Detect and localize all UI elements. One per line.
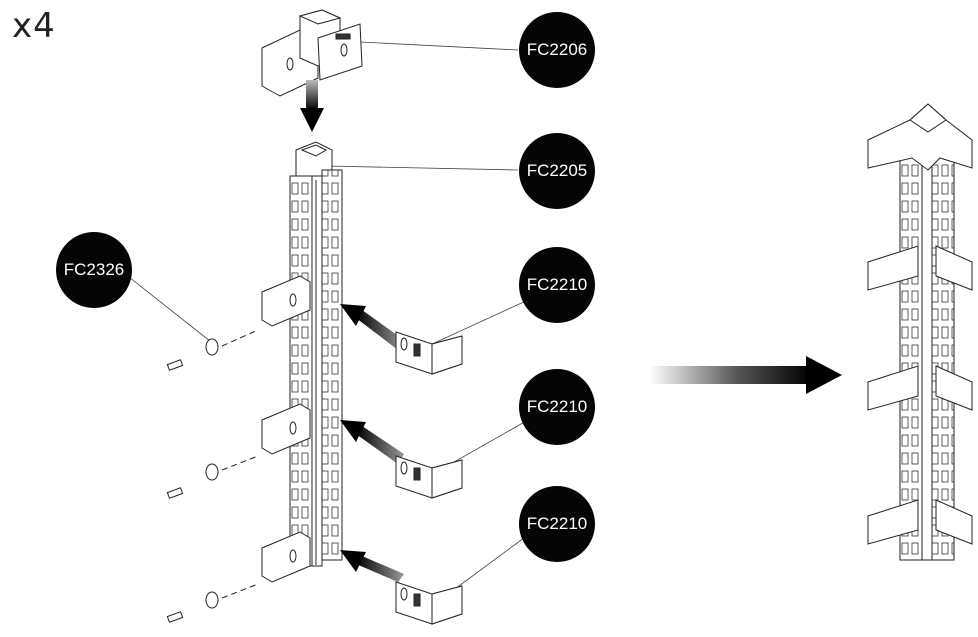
part-badge-fc2205: FC2205 xyxy=(519,133,595,209)
quantity-label: x4 xyxy=(12,6,56,46)
part-badge-fc2206: FC2206 xyxy=(519,12,595,88)
post-part xyxy=(289,141,343,567)
assembled-post xyxy=(867,103,973,561)
bracket-arrows xyxy=(340,304,404,582)
result-arrow xyxy=(650,356,842,394)
part-badge-fc2326: FC2326 xyxy=(56,232,132,308)
screw-parts xyxy=(166,329,259,623)
down-arrow xyxy=(300,80,324,132)
part-badge-fc2210-middle: FC2210 xyxy=(519,369,595,445)
part-badge-fc2210-top: FC2210 xyxy=(519,247,595,323)
part-badge-fc2210-bottom: FC2210 xyxy=(519,486,595,562)
corner-connector-part xyxy=(261,9,363,97)
post-brackets xyxy=(261,275,311,583)
loose-brackets xyxy=(395,331,463,625)
